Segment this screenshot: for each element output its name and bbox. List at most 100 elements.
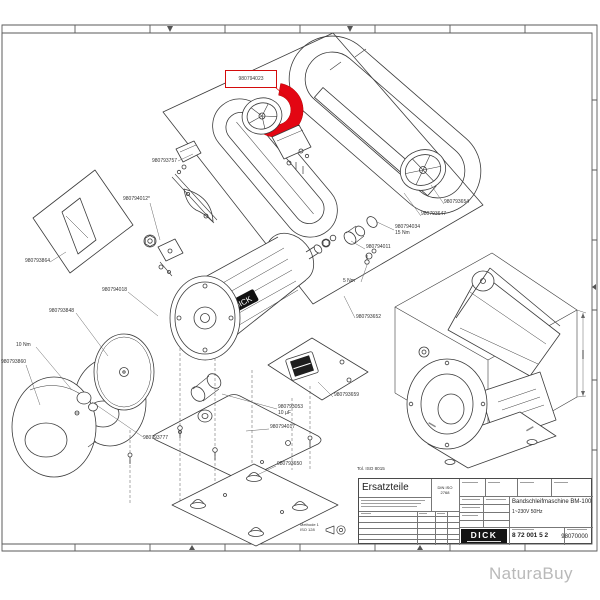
- divider: [459, 504, 509, 505]
- part-label: 980793864: [25, 258, 50, 265]
- tracking-wheel: [399, 149, 447, 191]
- title-block-standard: DIN ISO 2768: [433, 485, 457, 495]
- power-rating: 1~230V 50Hz: [512, 509, 543, 515]
- divider: [359, 534, 459, 535]
- part-number: 980793659: [334, 392, 360, 398]
- divider: [417, 511, 418, 545]
- part-number: 980794017: [270, 424, 296, 430]
- divider: [359, 539, 459, 540]
- divider: [447, 511, 448, 545]
- divider: [459, 512, 509, 513]
- part-note: 15 Nm: [395, 229, 410, 236]
- part-label: 980794012*: [123, 196, 150, 203]
- wheel-bracket: [271, 124, 312, 174]
- divider: [359, 516, 459, 517]
- brand-logo-subline: [467, 541, 501, 542]
- drawing-number: 8 72 001 5 2: [512, 532, 549, 539]
- divider: [509, 496, 510, 545]
- divider: [359, 528, 459, 529]
- housing-panel-outline: [162, 32, 484, 305]
- part-number: 980794018: [102, 287, 128, 293]
- part-label: 980794017: [270, 424, 296, 431]
- part-number: 980793848: [49, 308, 75, 314]
- part-number: 980793647: [421, 211, 447, 217]
- divider: [431, 479, 432, 511]
- document-number: 98070000: [561, 534, 588, 540]
- field-label-placeholder: [486, 499, 506, 500]
- brand-name: DICK: [470, 530, 498, 540]
- part-number: 980793654: [444, 199, 470, 205]
- exploded-view: DICK: [11, 32, 587, 547]
- part-label: 980793757: [152, 158, 178, 165]
- watermark: NaturaBuy: [489, 564, 573, 583]
- field-label-placeholder: [488, 482, 500, 483]
- field-label-placeholder: [462, 507, 480, 508]
- divider: [435, 511, 436, 545]
- part-label: 980793860: [1, 359, 27, 366]
- field-label-placeholder: [554, 482, 568, 483]
- part-note: 10 µF: [278, 409, 291, 416]
- platen-bar: [314, 87, 437, 197]
- part-label: 980794011: [366, 244, 391, 251]
- projection-symbol: [325, 525, 346, 535]
- divider: [483, 496, 484, 527]
- part-number: 980793650: [277, 461, 303, 467]
- fine-print-line: [361, 500, 425, 501]
- divider: [359, 511, 459, 512]
- cover-plate: [152, 394, 322, 480]
- divider: [551, 479, 552, 496]
- title-block: Ersatzteile DIN ISO 2768 Bandschleifmasc…: [358, 478, 593, 545]
- dimension-lines: [428, 309, 587, 432]
- product-name: Bandschleifmaschine BM-100: [512, 499, 592, 505]
- field-label-placeholder: [361, 513, 371, 514]
- part-label: 980793659: [334, 392, 360, 399]
- highlighted-part-label: 980794023: [225, 70, 277, 88]
- highlighted-part-number: 980794023: [238, 76, 264, 82]
- torque-text: 5 Nm: [343, 278, 355, 284]
- standard-line: 2768: [440, 489, 450, 495]
- part-label: 980793647: [421, 211, 447, 218]
- field-label-placeholder: [567, 529, 587, 530]
- part-number: 980793652: [356, 314, 382, 320]
- field-label-placeholder: [462, 499, 480, 500]
- knob-cluster: [143, 234, 184, 277]
- part-label: 980793652: [356, 314, 382, 321]
- part-number: 980793757: [152, 158, 178, 164]
- divider: [359, 522, 459, 523]
- divider: [359, 497, 431, 498]
- divider: [564, 527, 565, 545]
- divider: [459, 520, 509, 521]
- pulley-parts: [343, 216, 378, 265]
- part-label: 980793654: [444, 199, 470, 206]
- side-panel: [32, 169, 134, 274]
- torque-text: 10 Nm: [16, 342, 31, 348]
- assembled-machine: [406, 267, 561, 469]
- switch-assembly: [267, 337, 369, 401]
- brand-logo: DICK: [461, 529, 507, 543]
- contact-wheel-highlighted: [241, 83, 304, 138]
- divider: [459, 527, 593, 528]
- torque-note: 10 Nm: [16, 343, 31, 348]
- part-number: 980793860: [1, 359, 27, 365]
- part-label: 980793848: [49, 308, 75, 315]
- large-disc: [93, 333, 155, 411]
- capacitor: [190, 373, 222, 402]
- part-label: 980794018: [102, 287, 128, 294]
- projection-note: Methode 1 ISO 128: [300, 522, 319, 532]
- field-label-placeholder: [462, 482, 478, 483]
- field-label-placeholder: [462, 515, 478, 516]
- base-plate: [171, 463, 339, 547]
- title-block-title: Ersatzteile: [362, 482, 409, 493]
- part-number: 980794034: [395, 224, 421, 230]
- field-label-placeholder: [419, 513, 427, 514]
- part-number: 980793777: [143, 435, 169, 441]
- field-label-placeholder: [437, 513, 445, 514]
- projection-method: Methode 1: [300, 522, 319, 527]
- assembled-view-box: [394, 252, 587, 469]
- part-label: 980793777: [143, 435, 169, 442]
- part-number: 980794011: [366, 244, 391, 250]
- field-label-placeholder: [512, 529, 534, 530]
